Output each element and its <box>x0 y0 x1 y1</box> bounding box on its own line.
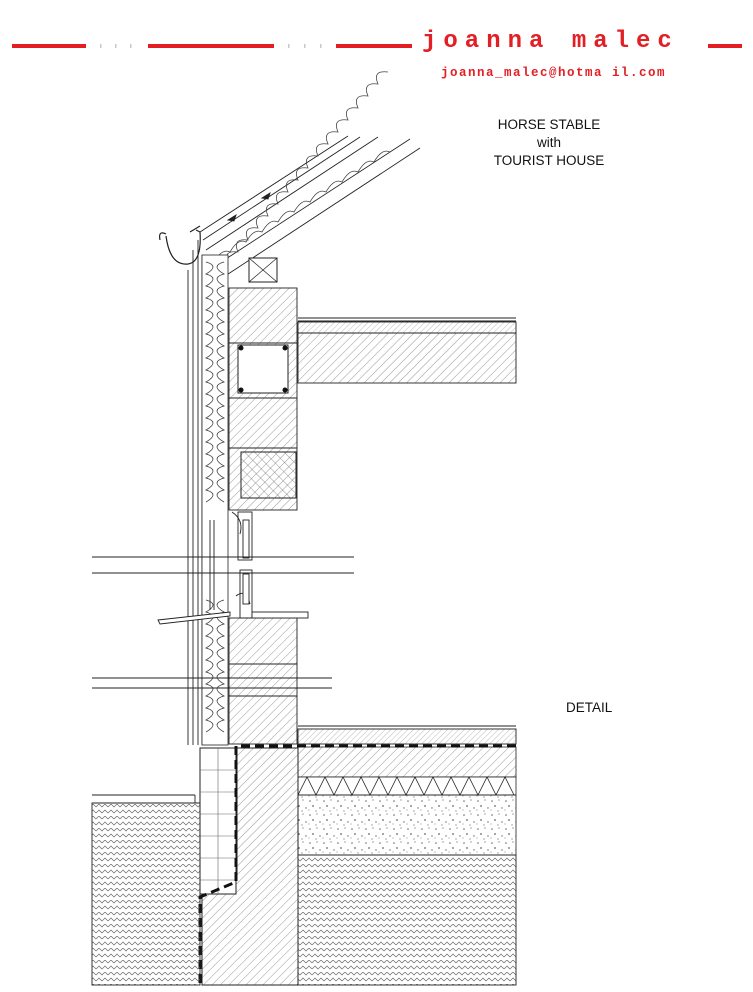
roof-assembly <box>199 71 421 283</box>
ring-beam <box>237 344 289 394</box>
upper-floor-slab <box>297 317 517 384</box>
header-band: joanna malec joanna_malec@hotma il.com <box>0 0 753 100</box>
break-lines <box>92 556 354 689</box>
ground-floor-finish <box>297 725 517 745</box>
gutter <box>159 225 201 265</box>
wall-cladding <box>187 240 203 745</box>
header-rule-dashes <box>100 44 322 48</box>
window-sill <box>157 611 309 625</box>
header-rule-segment <box>12 44 86 48</box>
header-rule-segment <box>336 44 412 48</box>
wall-insulation <box>201 254 229 746</box>
header-rule <box>12 44 742 48</box>
project-title: HORSE STABLE with TOURIST HOUSE <box>470 116 628 170</box>
header-rule-segment <box>148 44 274 48</box>
header-rule-segment <box>708 44 742 48</box>
soil <box>91 794 517 986</box>
gravel-bed <box>297 794 517 856</box>
project-title-line: with <box>536 135 561 150</box>
window-frame <box>209 511 253 619</box>
floor-insulation <box>297 746 517 796</box>
project-title-line: HORSE STABLE <box>497 117 601 132</box>
project-title-line: TOURIST HOUSE <box>493 153 605 168</box>
lintel <box>240 451 297 499</box>
author-name: joanna malec <box>422 28 679 55</box>
foundation <box>199 747 299 986</box>
author-email[interactable]: joanna_malec@hotma il.com <box>441 66 667 80</box>
detail-label: DETAIL <box>566 700 613 715</box>
